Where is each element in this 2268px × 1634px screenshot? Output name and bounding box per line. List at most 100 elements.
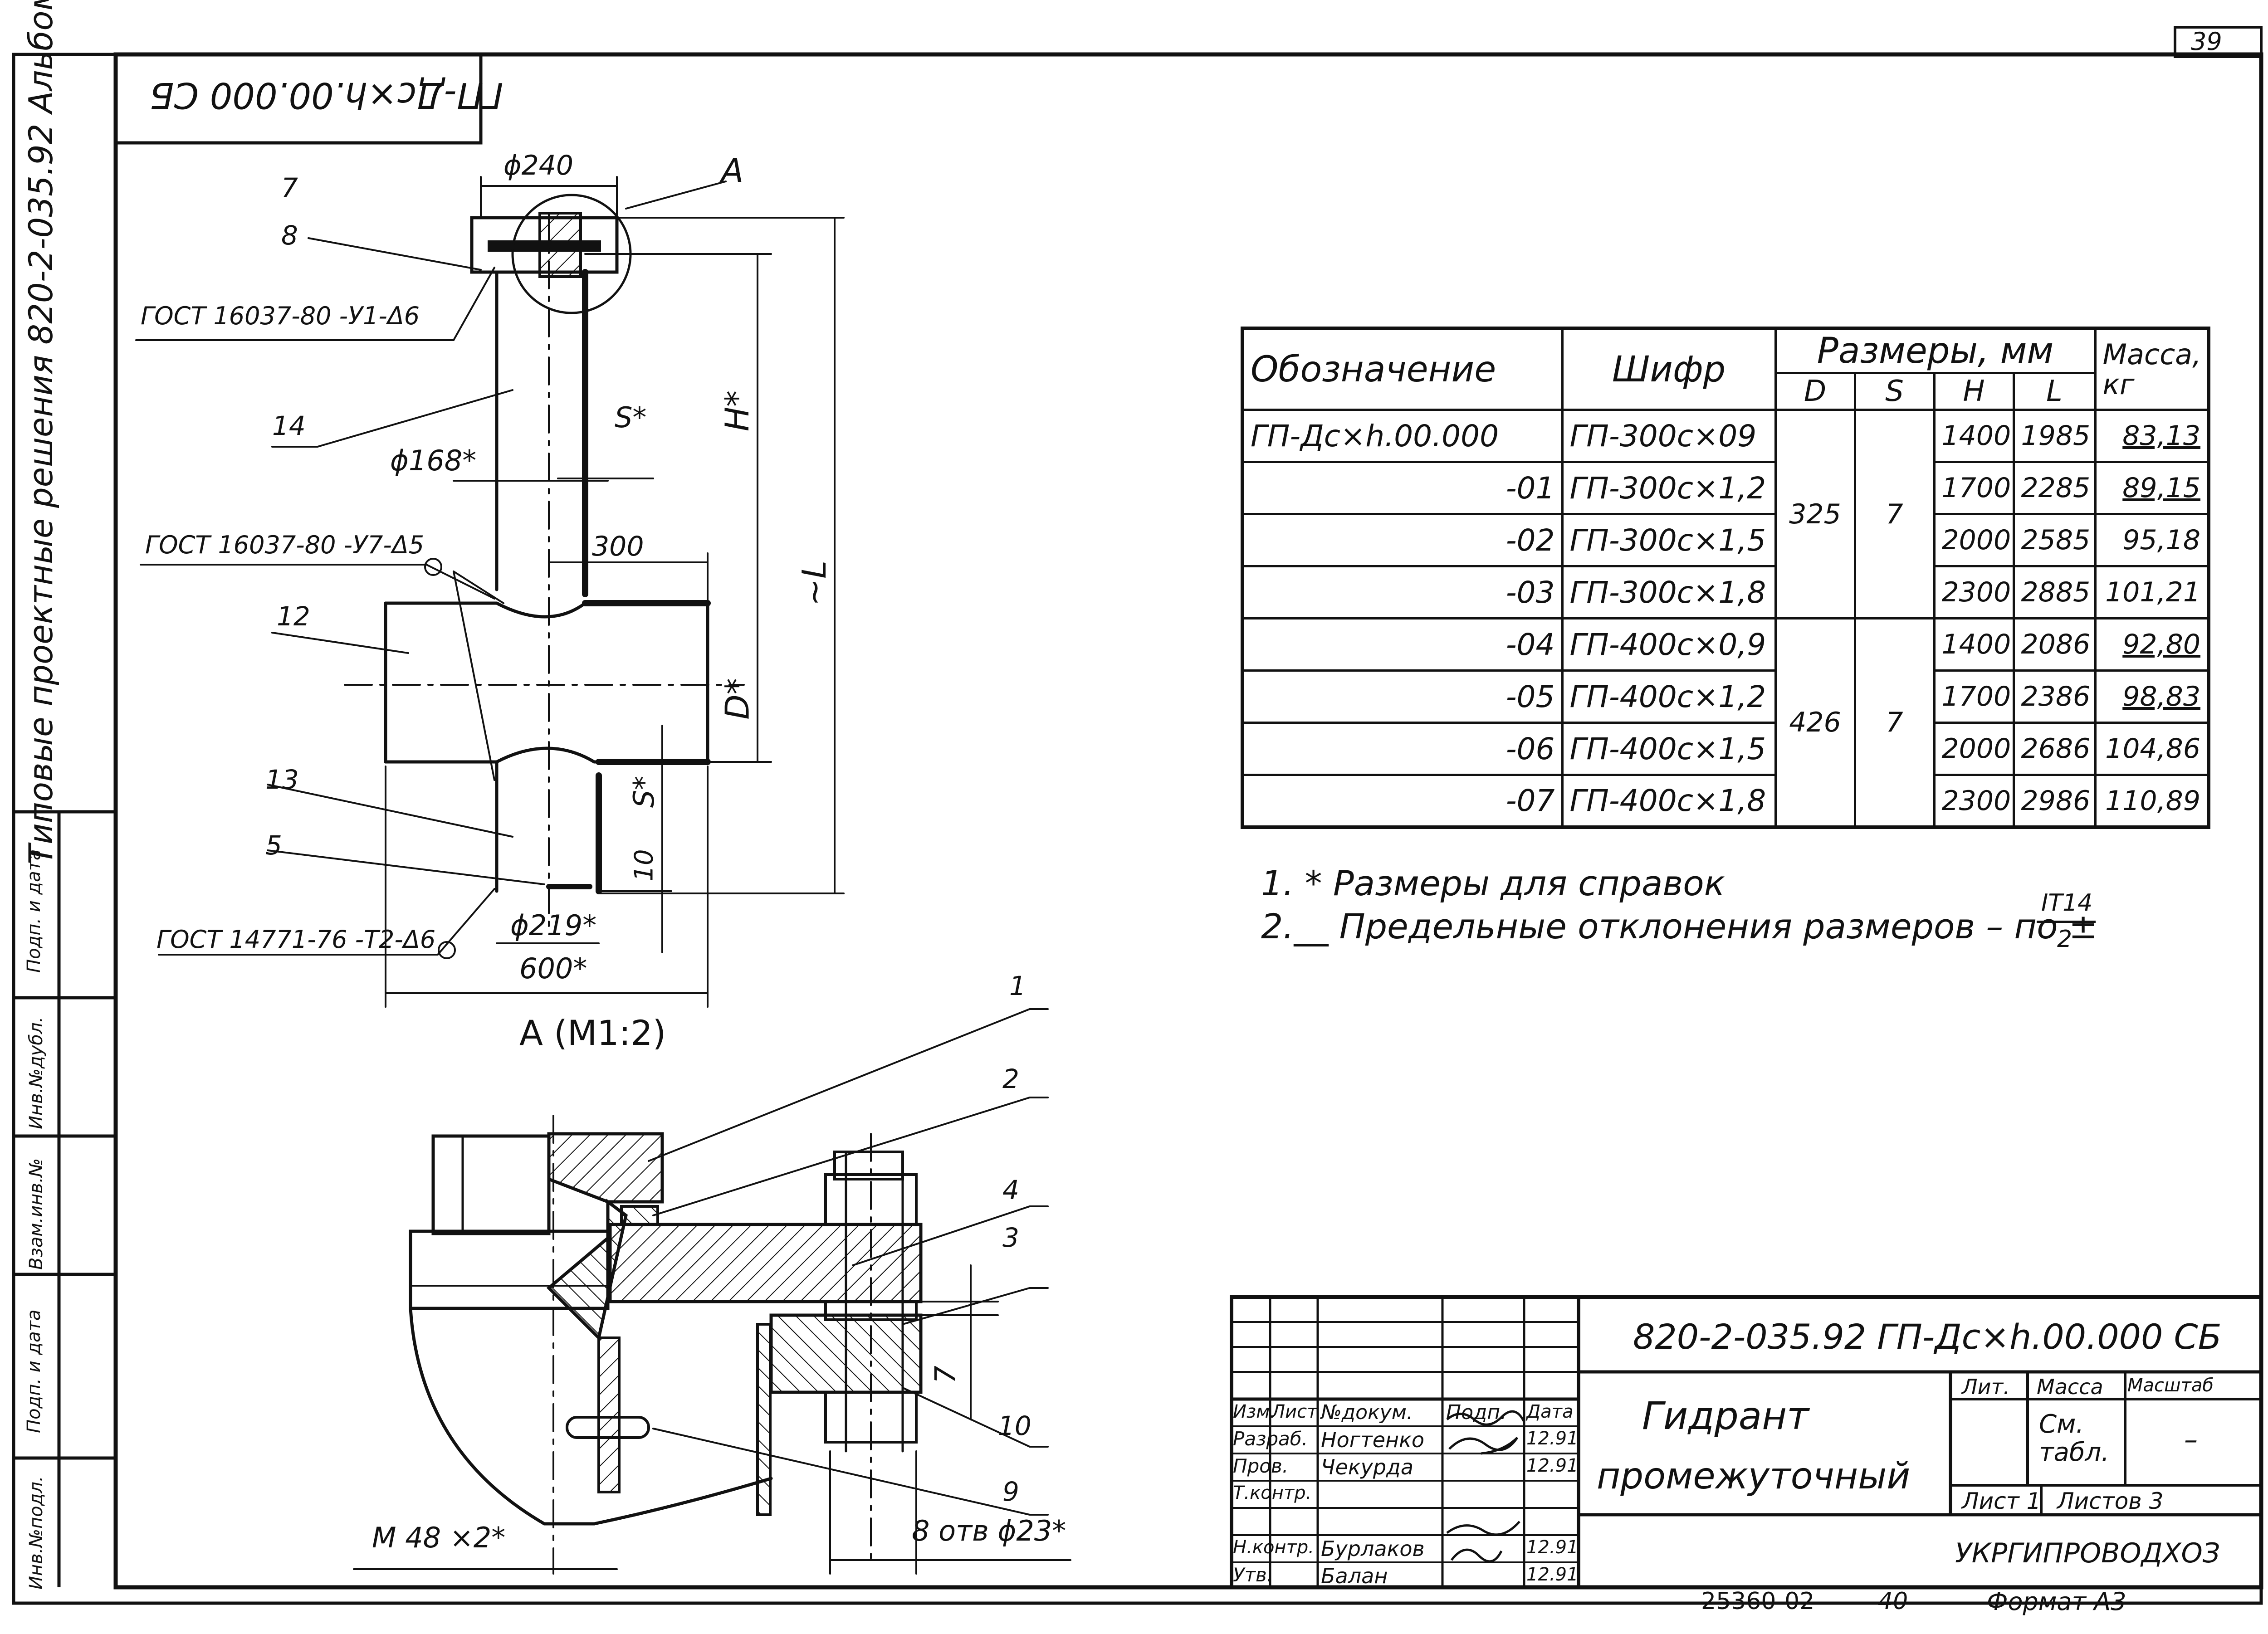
cell-l: 2386 [2012, 669, 2097, 724]
col-head-izm: Изм. [1233, 1401, 1276, 1422]
col-head-list: Лист [1271, 1401, 1318, 1422]
cell-h: 2000 [1933, 722, 2015, 776]
cell-h: 2000 [1933, 513, 2015, 568]
header-mass: Масса, кг [2094, 327, 2210, 411]
role-nkontr: Н.контр. [1233, 1537, 1314, 1558]
cell-code: ГП-300с×1,5 [1561, 513, 1777, 568]
header-designation: Обозначение [1241, 327, 1564, 411]
subheader-l: L [2012, 371, 2097, 411]
scale-label: Масштаб [2127, 1375, 2214, 1396]
stamp-inv-dubl: Инв.№дубл. [26, 1016, 47, 1129]
cell-designation: -01 [1241, 461, 1564, 516]
col-head-doc: №докум. [1321, 1401, 1413, 1424]
cell-code: ГП-400с×1,5 [1561, 722, 1777, 776]
spec-subheader-row: D S H L [1242, 371, 2209, 411]
cell-mass: 83,13 [2094, 409, 2210, 463]
callout-14: 14 [272, 410, 306, 441]
cell-code: ГП-400с×0,9 [1561, 617, 1777, 672]
spec-header-row: Обозначение Шифр Размеры, мм Масса, кг [1241, 327, 2210, 411]
date-utv: 12.91 [1526, 1564, 1579, 1585]
dim-240: ϕ240 [503, 150, 574, 181]
stamp-podp-data-2: Подп. и дата [24, 849, 44, 973]
cell-mass: 110,89 [2094, 774, 2210, 829]
cell-d-group-2: 426 [1774, 617, 1856, 829]
subheader-d: D [1774, 371, 1856, 411]
cell-designation: ГП-Дс×h.00.000 [1241, 409, 1564, 463]
lit-label: Лит. [1962, 1375, 2010, 1399]
dim-10: 10 [629, 849, 659, 882]
detail-title: A (M1:2) [519, 1013, 666, 1053]
cell-mass: 92,80 [2094, 617, 2210, 672]
dim-d: D* [718, 678, 757, 720]
cell-code: ГП-300с×1,8 [1561, 565, 1777, 620]
cell-code: ГП-300с×1,2 [1561, 461, 1777, 516]
sheet-label: Лист 1 [1962, 1488, 2041, 1514]
dim-h: H* [718, 390, 757, 432]
callout-5: 5 [265, 830, 282, 861]
dim-219: ϕ219* [510, 909, 597, 942]
cell-mass: 104,86 [2094, 722, 2210, 776]
detail-callout-7: 7 [929, 1366, 962, 1384]
cell-designation: -03 [1241, 565, 1564, 620]
callout-12: 12 [277, 601, 310, 632]
mass-value: См. табл. [2039, 1410, 2110, 1467]
name-nkontr: Бурлаков [1321, 1536, 1425, 1561]
dim-l: ~L [795, 560, 834, 606]
format-label: Формат А3 [1987, 1587, 2126, 1616]
doc-code: 820-2-035.92 ГП-Дс×h.00.000 СБ [1633, 1317, 2222, 1357]
page-number: 39 [2191, 27, 2222, 56]
cell-designation: -04 [1241, 617, 1564, 672]
name-razrab: Ногтенко [1321, 1428, 1425, 1452]
cell-designation: -07 [1241, 774, 1564, 829]
stamp-vzam-inv: Взам.инв.№ [26, 1158, 47, 1270]
table-row: -06 ГП-400с×1,5 2000 2686 104,86 [1241, 722, 2210, 776]
name-utv: Балан [1321, 1564, 1388, 1588]
cell-h: 1700 [1933, 461, 2015, 516]
detail-callout-10: 10 [998, 1410, 1031, 1441]
gost-bot: ГОСТ 14771-76 -Т2-Δ6 [156, 925, 436, 954]
cell-h: 2300 [1933, 774, 2015, 829]
dim-168: ϕ168* [390, 444, 477, 477]
detail-callout-1: 1 [1009, 971, 1026, 1001]
callout-13: 13 [265, 764, 299, 795]
main-view-drawing [135, 176, 845, 1008]
thread-dim: M 48 ×2* [372, 1521, 506, 1554]
cell-l: 2585 [2012, 513, 2097, 568]
dim-s2: S* [627, 776, 661, 808]
table-row: -05 ГП-400с×1,2 1700 2386 98,83 [1241, 669, 2210, 724]
col-head-podp: Подп. [1446, 1401, 1507, 1424]
side-title: Типовые проектные решения 820-2-035.92 А… [22, 0, 60, 864]
note-2-fraction-num: IT14 [2041, 889, 2093, 917]
callout-A: A [721, 151, 744, 190]
cell-h: 1700 [1933, 669, 2015, 724]
mass-label: Масса [2037, 1375, 2103, 1399]
detail-callout-2: 2 [1002, 1063, 1019, 1094]
cell-mass: 95,18 [2094, 513, 2210, 568]
fraction-bar [2037, 921, 2096, 923]
sheets-label: Листов 3 [2057, 1488, 2164, 1514]
cell-d-group-1: 325 [1774, 409, 1856, 620]
callout-8: 8 [281, 220, 298, 251]
header-code: Шифр [1561, 327, 1777, 411]
table-row: -04 ГП-400с×0,9 426 7 1400 2086 92,80 [1241, 617, 2210, 829]
doc-name-line1: Гидрант [1642, 1394, 1809, 1438]
cell-h: 1400 [1933, 617, 2015, 672]
detail-callout-9: 9 [1002, 1476, 1019, 1507]
cell-l: 2885 [2012, 565, 2097, 620]
sheet-frame [12, 26, 2263, 1605]
dim-s: S* [615, 401, 647, 434]
title-block-grid [1230, 1295, 2263, 1605]
doc-name-line2: промежуточный [1597, 1455, 1911, 1497]
signatures [1446, 1410, 1525, 1563]
subheader-s: S [1853, 371, 1936, 411]
org-name: УКРГИПРОВОДХОЗ [1955, 1537, 2220, 1569]
gost-top: ГОСТ 16037-80 -У1-Δ6 [141, 302, 420, 330]
cell-h: 1400 [1933, 409, 2015, 463]
mirrored-drawing-code: ГП-Дс×h.00.000 СБ [150, 74, 503, 115]
bottom-num: 40 [1878, 1588, 1908, 1615]
cell-l: 1985 [2012, 409, 2097, 463]
name-prov: Чекурда [1321, 1455, 1414, 1479]
role-prov: Пров. [1233, 1455, 1289, 1477]
table-row: -03 ГП-300с×1,8 2300 2885 101,21 [1241, 565, 2210, 620]
